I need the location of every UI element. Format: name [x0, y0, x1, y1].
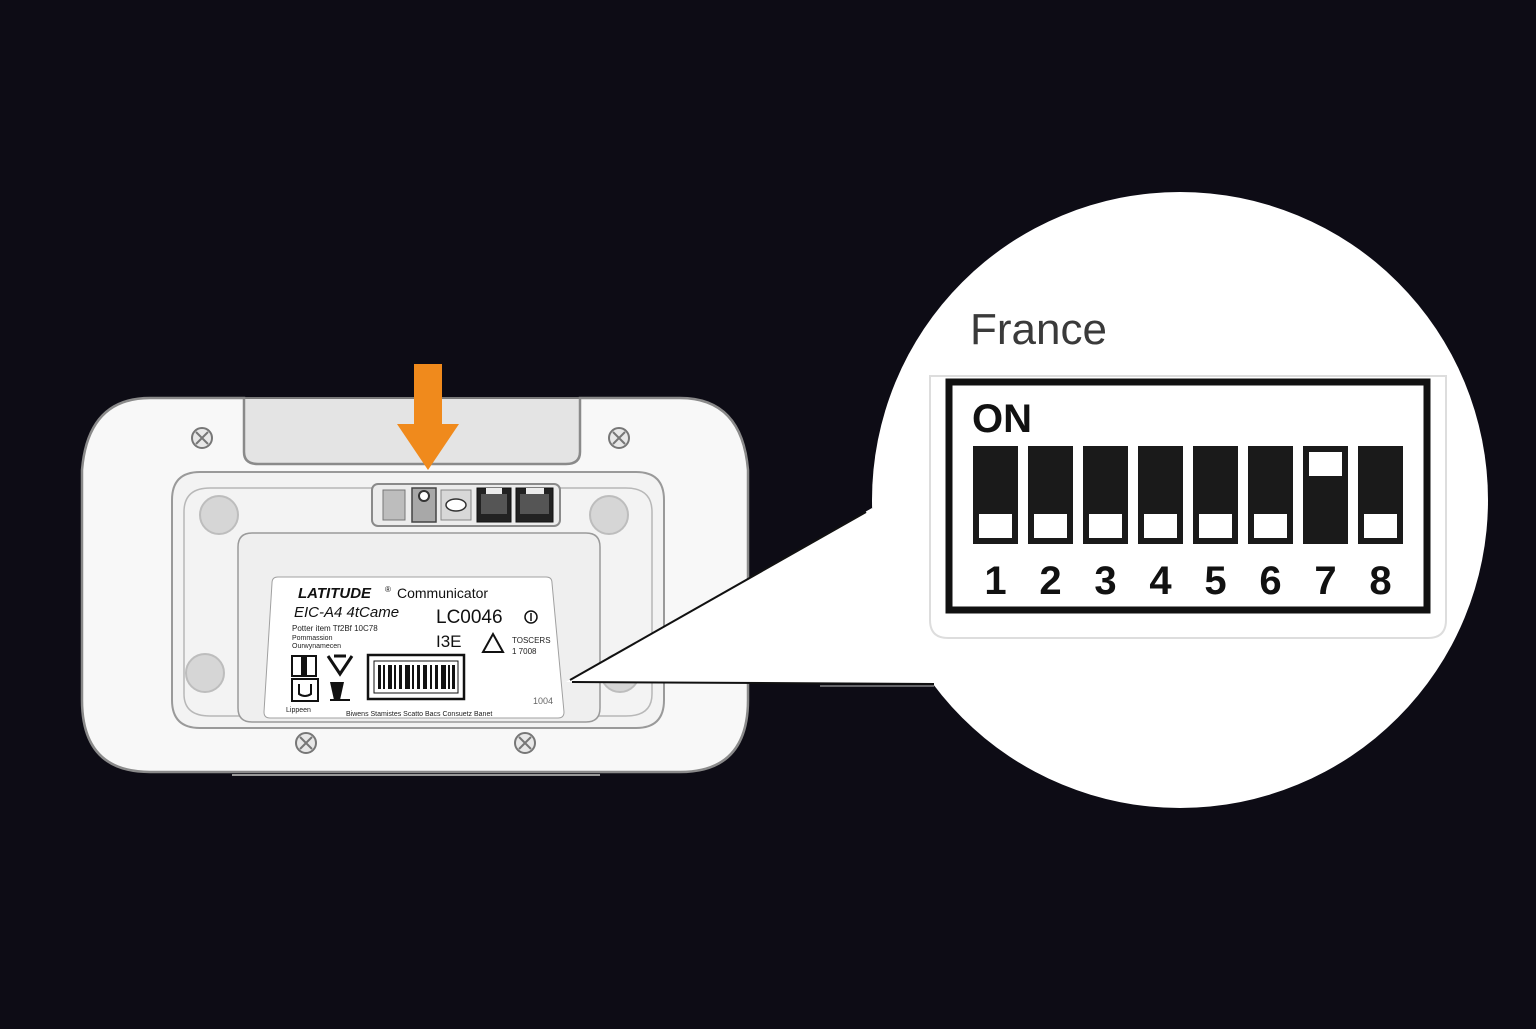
rubber-foot — [589, 495, 629, 535]
label-product: Communicator — [397, 585, 488, 601]
dip-switch-slot — [382, 489, 406, 521]
label-small-text: Pommassion — [292, 635, 333, 642]
label-bottom-left: Lippeen — [286, 707, 311, 714]
on-label: ON — [972, 397, 1032, 441]
screw-icon — [514, 732, 536, 754]
down-arrow-icon — [397, 364, 459, 470]
switch-knob — [1309, 452, 1342, 476]
switch-knob — [1144, 514, 1177, 538]
switch-knob — [979, 514, 1012, 538]
warning-triangle-icon — [481, 631, 505, 653]
phone-jack-icon — [476, 487, 512, 523]
label-brand: LATITUDE — [298, 585, 372, 602]
switch-knob — [1199, 514, 1232, 538]
device-inner-panel-edge — [183, 487, 653, 717]
switch-number-label: 3 — [1094, 559, 1116, 603]
recycling-symbol-icon — [326, 654, 354, 677]
rubber-foot — [185, 653, 225, 693]
label-bottom-row: Biwens Stamistes Scatto Bacs Consuetz Ba… — [346, 711, 492, 718]
dip-switch-5: 5 — [1193, 446, 1238, 603]
callout-pointer-edge — [571, 681, 935, 685]
dip-switch-7: 7 — [1303, 446, 1348, 603]
dip-switch-3: 3 — [1083, 446, 1128, 603]
screw-icon — [295, 732, 317, 754]
dip-switch-4: 4 — [1138, 446, 1183, 603]
label-trademark: ® — [385, 585, 391, 594]
label-ce-mark: LC0046 — [436, 607, 503, 628]
led-icon — [440, 489, 472, 521]
compliance-symbol-icon — [291, 655, 317, 677]
switch-number-label: 1 — [984, 559, 1006, 603]
weee-bin-icon — [330, 682, 350, 701]
communicator-device: LATITUDE ® Communicator EIC-A4 4tCame LC… — [80, 396, 750, 776]
ethernet-jack-icon — [515, 487, 554, 523]
switch-number-label: 5 — [1204, 559, 1226, 603]
switch-knob — [1254, 514, 1287, 538]
info-icon — [524, 610, 538, 624]
screw-icon — [191, 427, 213, 449]
switch-number-label: 6 — [1259, 559, 1281, 603]
switch-number-label: 4 — [1149, 559, 1172, 603]
switch-knob — [1034, 514, 1067, 538]
label-side-text: 1 7008 — [512, 647, 537, 656]
switch-number-label: 2 — [1039, 559, 1061, 603]
country-label: France — [970, 305, 1107, 354]
callout-pointer-edge — [569, 511, 867, 681]
label-mark-row: I3E — [436, 632, 462, 651]
switch-number-label: 8 — [1369, 559, 1391, 603]
dip-switch-8: 8 — [1358, 446, 1403, 603]
screw-icon — [608, 427, 630, 449]
barcode-icon — [366, 653, 466, 701]
ul-mark-icon — [291, 678, 319, 702]
label-small-text: Ourwynamecen — [292, 643, 341, 650]
callout-pointer — [566, 508, 940, 684]
switch-knob — [1364, 514, 1397, 538]
power-port-icon — [411, 487, 437, 523]
label-code: 1004 — [533, 696, 553, 706]
label-model: EIC-A4 4tCame — [294, 604, 399, 621]
dip-switch-1: 1 — [973, 446, 1018, 603]
dip-switch-2: 2 — [1028, 446, 1073, 603]
label-side-text: TOSCERS — [512, 636, 551, 645]
switch-number-label: 7 — [1314, 559, 1336, 603]
label-small-text: Potter item Tf2Bf 10C78 — [292, 624, 378, 633]
switch-knob — [1089, 514, 1122, 538]
rubber-foot — [199, 495, 239, 535]
dip-switch-6: 6 — [1248, 446, 1293, 603]
